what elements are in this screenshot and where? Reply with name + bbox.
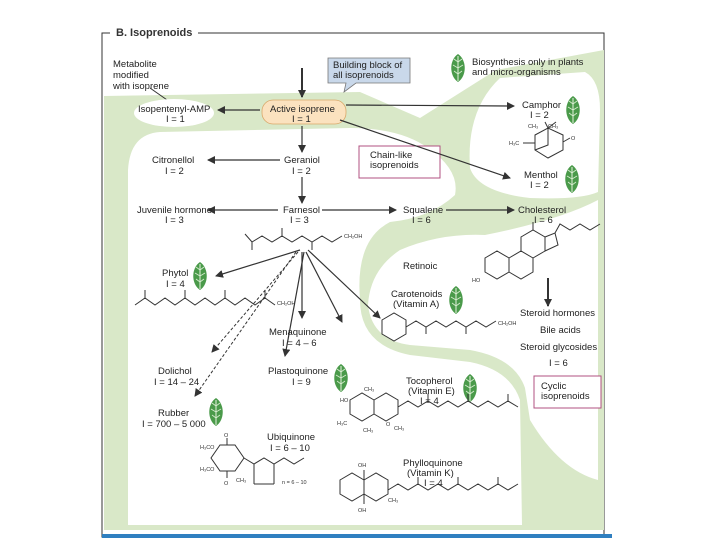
- active-isoprene-name: Active isoprene: [270, 104, 335, 115]
- menthol-name: Menthol: [524, 170, 558, 181]
- rubber-i: I = 700 – 5 000: [142, 419, 206, 430]
- tocopherol-sub: (Vitamin E): [408, 386, 455, 397]
- geraniol-name: Geraniol: [284, 155, 320, 166]
- citronellol-i: I = 2: [165, 166, 184, 177]
- chain-box: [358, 145, 441, 179]
- dolichol-i: I = 14 – 24: [154, 377, 199, 388]
- juvenile-name: Juvenile hormone: [137, 205, 212, 216]
- menaquinone-i: I = 4 – 6: [282, 338, 317, 349]
- svg-text:H₃C: H₃C: [509, 141, 519, 147]
- svg-text:CH₂OH: CH₂OH: [277, 301, 295, 307]
- ubiquinone-i: I = 6 – 10: [270, 443, 310, 454]
- rubber-name: Rubber: [158, 408, 189, 419]
- carotenoids-sub: (Vitamin A): [393, 299, 439, 310]
- svg-text:HO: HO: [472, 278, 481, 284]
- phytol-i: I = 4: [166, 279, 185, 290]
- camphor-name: Camphor: [522, 100, 561, 111]
- phylloquinone-name: Phylloquinone: [403, 458, 463, 469]
- dolichol-name: Dolichol: [158, 366, 192, 377]
- svg-text:O: O: [386, 422, 391, 428]
- phytol-name: Phytol: [162, 268, 188, 279]
- cyclic-box-text: Cyclic isoprenoids: [541, 381, 590, 402]
- svg-text:CH₃: CH₃: [394, 426, 404, 432]
- camphor-structure: CH₃ CH₃ H₃C O: [509, 121, 576, 159]
- section-title: B. Isoprenoids: [116, 27, 192, 39]
- cholesterol-structure: HO: [472, 222, 601, 284]
- phylloquinone-i: I = 4: [424, 478, 443, 489]
- svg-text:n = 6 – 10: n = 6 – 10: [282, 480, 307, 486]
- svg-text:CH₃: CH₃: [363, 428, 373, 434]
- camphor-i: I = 2: [530, 110, 549, 121]
- tocopherol-structure: HO CH₃ H₃C CH₃ O CH₃: [337, 387, 519, 434]
- arrow-to-tocopherol: [305, 251, 343, 323]
- svg-text:OH: OH: [358, 463, 366, 469]
- svg-text:H₃CO: H₃CO: [200, 445, 215, 451]
- squalene-i: I = 6: [412, 215, 431, 226]
- svg-text:H₃C: H₃C: [337, 421, 347, 427]
- legend-text: Biosynthesis only in plants and micro-or…: [472, 57, 586, 78]
- phylloquinone-sub: (Vitamin K): [407, 468, 454, 479]
- phylloquinone-structure: OH OH CH₃: [339, 463, 519, 514]
- phytol-structure: CH₂OH: [134, 290, 295, 307]
- steroid-glycosides: Steroid glycosides: [520, 342, 597, 353]
- bile-acids: Bile acids: [540, 325, 581, 336]
- svg-text:O: O: [571, 136, 576, 142]
- svg-text:CH₃: CH₃: [548, 124, 558, 130]
- metabolite-note: Metabolite modified with isoprene: [112, 59, 169, 92]
- svg-text:CH₃: CH₃: [364, 387, 374, 393]
- tocopherol-name: Tocopherol: [406, 376, 452, 387]
- geraniol-i: I = 2: [292, 166, 311, 177]
- arrow-to-rubber: [194, 251, 297, 397]
- callout-box: [327, 57, 411, 93]
- svg-text:H₃CO: H₃CO: [200, 467, 215, 473]
- active-isoprene-i: I = 1: [292, 114, 311, 125]
- svg-text:CH₂OH: CH₂OH: [498, 321, 516, 327]
- chain-box-text: Chain-like isoprenoids: [370, 150, 419, 171]
- farnesol-i: I = 3: [290, 215, 309, 226]
- arrow-to-phytol: [215, 249, 301, 278]
- svg-text:CH₃: CH₃: [236, 478, 246, 484]
- arrow-to-plastoquinone: [282, 251, 305, 357]
- carotenoids-name: Carotenoids: [391, 289, 442, 300]
- svg-text:CH₃: CH₃: [528, 124, 538, 130]
- chain-region: [128, 128, 522, 525]
- arrow-to-camphor: [345, 101, 515, 110]
- steroid-hormones: Steroid hormones: [520, 308, 595, 319]
- arrow-to-carotenoids: [307, 249, 381, 319]
- svg-text:O: O: [224, 433, 229, 439]
- svg-text:O: O: [224, 481, 229, 487]
- juvenile-i: I = 3: [165, 215, 184, 226]
- plastoquinone-i: I = 9: [292, 377, 311, 388]
- menaquinone-name: Menaquinone: [269, 327, 327, 338]
- ubiquinone-name: Ubiquinone: [267, 432, 315, 443]
- svg-text:CH₃: CH₃: [388, 498, 398, 504]
- bottom-bar: [102, 534, 612, 538]
- svg-text:HO: HO: [340, 398, 349, 404]
- farnesol-name: Farnesol: [283, 205, 320, 216]
- cholesterol-i: I = 6: [534, 215, 553, 226]
- arrow-to-dolichol: [211, 251, 299, 353]
- ubiquinone-structure: O O H₃CO H₃CO CH₃ n = 6 – 10: [200, 433, 307, 487]
- leaf-icon: [450, 53, 466, 83]
- plastoquinone-name: Plastoquinone: [268, 366, 328, 377]
- menthol-i: I = 2: [530, 180, 549, 191]
- squalene-name: Squalene: [403, 205, 443, 216]
- farnesol-structure: CH₂OH: [244, 228, 362, 250]
- callout-text: Building block of all isoprenoids: [333, 60, 405, 81]
- citronellol-name: Citronellol: [152, 155, 194, 166]
- active-isoprene-node: [261, 99, 347, 125]
- steroid-i: I = 6: [549, 358, 568, 369]
- isopentenyl-name: Isopentenyl-AMP: [138, 104, 210, 115]
- cholesterol-name: Cholesterol: [518, 205, 566, 216]
- svg-text:CH₂OH: CH₂OH: [344, 234, 362, 240]
- isopentenyl-i: I = 1: [166, 114, 185, 125]
- retinoic-name: Retinoic: [403, 261, 438, 272]
- cyclic-box: [533, 375, 602, 409]
- isopentenyl-node: [134, 99, 214, 127]
- svg-text:OH: OH: [358, 508, 366, 514]
- arrow-to-menthol: [339, 119, 511, 180]
- cyclic-region: [368, 200, 598, 480]
- carotenoid-structure: CH₂OH: [381, 312, 516, 342]
